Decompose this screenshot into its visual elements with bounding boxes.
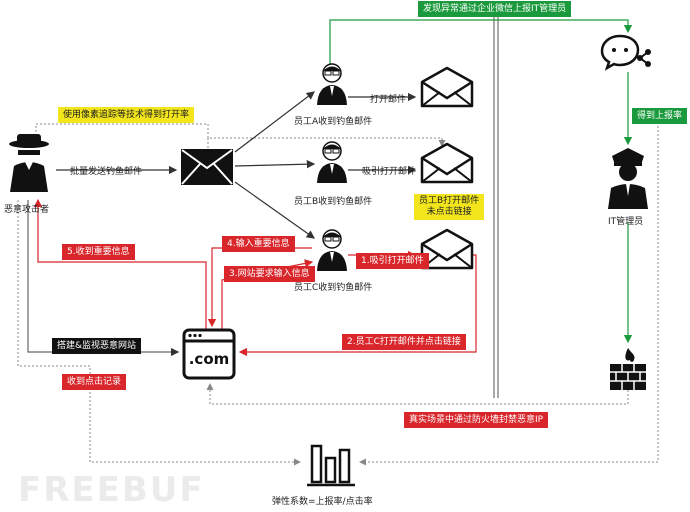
malicious-website-icon: [182, 328, 236, 380]
attacker-label: 恶意攻击者: [4, 205, 50, 215]
step4-tag: 4.输入重要信息: [222, 236, 295, 252]
got-report-tag: 得到上报率: [632, 108, 688, 124]
step2-tag: 2.员工C打开邮件并点击链接: [342, 334, 466, 350]
envelope-a-icon: [420, 66, 474, 108]
employee-b-icon: [316, 140, 348, 184]
firewall-ban-tag: 真实场景中通过防火墙封禁恶意IP: [404, 412, 549, 428]
pixel-tracking-tag: 使用像素追踪等技术得到打开率: [58, 107, 195, 123]
open-mail-label: 打开邮件: [370, 95, 407, 105]
employee-b-opened-line1: 员工B打开邮件: [419, 196, 480, 206]
bar-chart-icon: [306, 442, 356, 488]
employee-b-opened-line2: 未点击链接: [426, 207, 472, 217]
employee-c-icon: [316, 228, 348, 272]
click-record-tag: 收到点击记录: [62, 374, 127, 390]
bulk-send-label: 批量发送钓鱼邮件: [70, 167, 143, 177]
envelope-b-icon: [420, 142, 474, 184]
employee-b-opened-tag: 员工B打开邮件 未点击链接: [414, 194, 485, 220]
step3-tag: 3.网站要求输入信息: [224, 266, 315, 282]
website-domain-text: .com: [188, 350, 230, 368]
watermark-text: FREEBUF: [18, 470, 205, 510]
employee-c-label: 员工C收到钓鱼邮件: [294, 283, 373, 293]
it-admin-icon: [606, 146, 650, 210]
employee-a-label: 员工A收到钓鱼邮件: [294, 117, 373, 127]
attacker-icon: [8, 132, 50, 194]
lure-open-label: 吸引打开邮件: [362, 167, 417, 177]
firewall-icon: [608, 346, 648, 392]
employee-b-label: 员工B收到钓鱼邮件: [294, 197, 373, 207]
it-admin-label: IT管理员: [608, 217, 644, 227]
employee-a-icon: [316, 62, 348, 106]
resilience-formula: 弹性系数=上报率/点击率: [272, 497, 373, 507]
mail-hub-icon: [180, 148, 234, 186]
step5-tag: 5.收到重要信息: [62, 244, 135, 260]
wechat-icon: [600, 32, 654, 72]
step1-tag: 1.吸引打开邮件: [356, 253, 429, 269]
build-site-tag: 搭建&监视恶意网站: [52, 338, 142, 354]
report-it-tag: 发现异常通过企业微信上报IT管理员: [418, 1, 572, 17]
